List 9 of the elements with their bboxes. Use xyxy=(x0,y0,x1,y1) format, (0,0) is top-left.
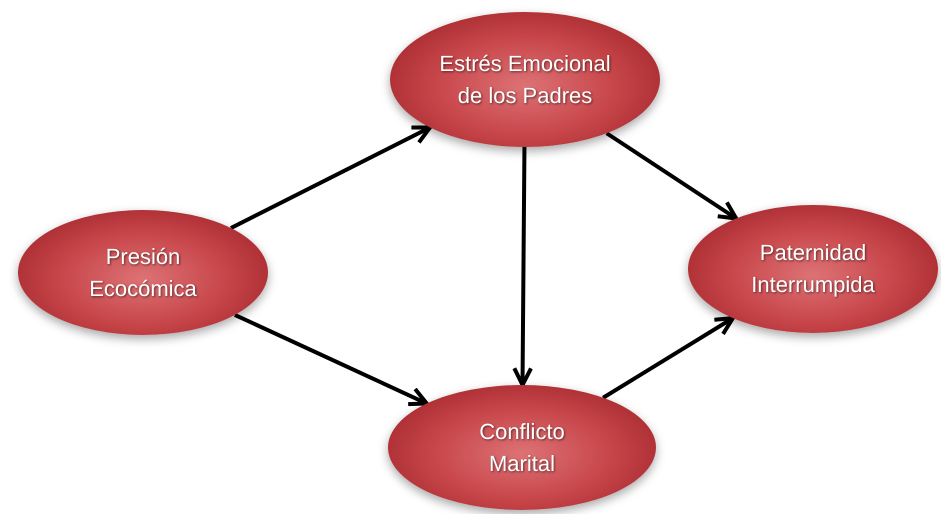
node-label: Presión Ecocómica xyxy=(88,242,198,302)
node-label: Paternidad Interrumpida xyxy=(750,239,876,299)
node-label: Conflicto Marital xyxy=(478,418,566,478)
arrow xyxy=(230,125,432,230)
arrow xyxy=(602,316,735,400)
node-label: Estrés Emocional de los Padres xyxy=(438,50,612,110)
arrow xyxy=(606,132,738,220)
arrow xyxy=(512,146,533,387)
arrow xyxy=(234,313,429,406)
